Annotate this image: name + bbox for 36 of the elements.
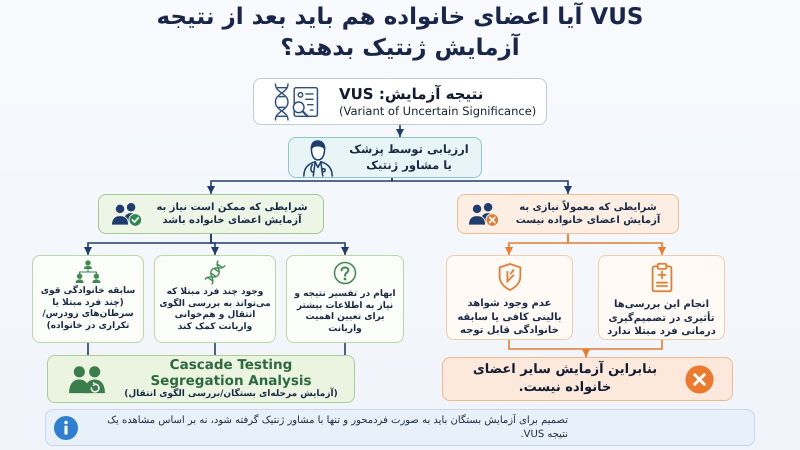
condition-header (98, 194, 324, 234)
condition-card (32, 255, 144, 343)
header-text: شرایطی که ممکن است نیاز به آزمایش اعضای خانواده باشد (155, 200, 309, 228)
condition-card (154, 255, 276, 343)
arrow (508, 340, 590, 357)
arrow (391, 178, 572, 194)
result-box (253, 78, 547, 125)
condition-card (446, 255, 573, 340)
box-heading: Cascade Testing (170, 358, 292, 374)
condition-card (286, 255, 404, 343)
arrow (207, 178, 393, 194)
box-text: ارزیابی توسط پزشک یا مشاور ژنتیک (348, 142, 470, 174)
box-subtitle: (Variant of Uncertain Significance) (339, 104, 536, 120)
info-note-box (45, 409, 755, 446)
arrow (396, 125, 404, 137)
box-heading: نتیجه آزمایش: VUS (339, 84, 484, 104)
condition-header (457, 194, 679, 234)
arrow (505, 234, 569, 255)
evaluation-box (288, 137, 482, 178)
card-text: ابهام در تفسیر نتیجه و نیاز به اطلاعات بیشتر برای تعیین اهمیت واریانت (293, 289, 397, 336)
box-heading: Segregation Analysis (150, 374, 312, 389)
connector-line (87, 343, 89, 355)
card-text: وجود چند فرد مبتلا که می‌تواند به بررسی الگوی انتقال و هم‌خوانی واریانت کمک کند (159, 287, 271, 334)
conclusion-box (47, 355, 355, 403)
connector-line (214, 343, 216, 355)
box-subtitle: (آزمایش مرحله‌ای بستگان/بررسی الگوی انتقال) (124, 389, 338, 400)
card-text: سابقه خانوادگی قوی (چند فرد مبتلا یا سرطان‌های زودرس/تکراری در خانواده) (40, 286, 136, 332)
note-text: تصمیم برای آزمایش بستگان باید به صورت فردمحور و تنها با مشاور ژنتیک گرفته شود، نه بر اساس مشاهده یک نتیجه VUS. (106, 414, 568, 441)
conclusion-box (442, 357, 733, 401)
header-text: شرایطی که معمولاً نیازی به آزمایش اعضای خانواده نیست (514, 200, 662, 228)
card-text: عدم وجود شواهد بالینی کافی یا سابقه خانوادگی قابل توجه (456, 297, 563, 338)
conclusion-text: بنابراین آزمایش سایر اعضای خانواده نیست. (472, 361, 658, 397)
condition-card (598, 255, 725, 340)
connector-line (344, 343, 346, 355)
arrow (84, 234, 212, 255)
card-text: انجام این بررسی‌ها تأثیری در تصمیم‌گیری درمانی فرد مبتلا ندارد (606, 298, 717, 338)
